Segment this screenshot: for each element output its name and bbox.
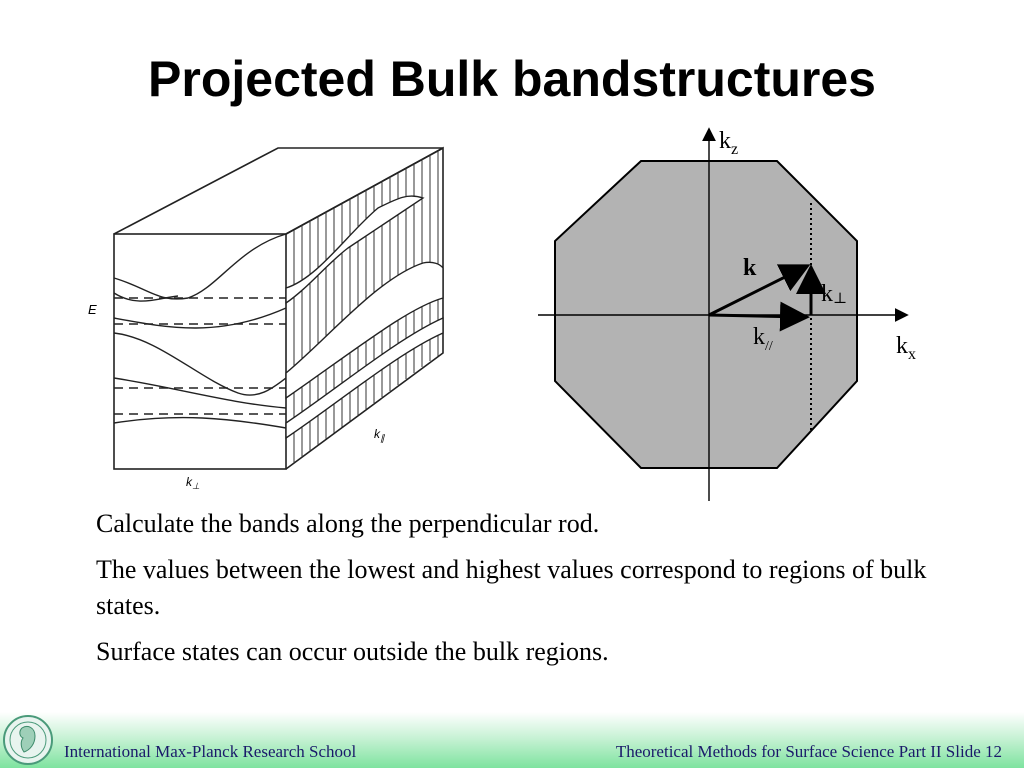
slide-title: Projected Bulk bandstructures (148, 51, 876, 107)
dashed-energy-levels (114, 297, 286, 415)
footer-course-slide: Theoretical Methods for Surface Science … (615, 742, 1002, 761)
k-par-vector-label: k// (753, 324, 773, 354)
max-planck-logo-icon (3, 715, 53, 765)
band-region-1 (285, 195, 425, 305)
paragraph-1: Calculate the bands along the perpendicu… (96, 509, 600, 538)
box-top-face (113, 147, 444, 235)
slide-body: Calculate the bands along the perpendicu… (96, 506, 996, 680)
k-parallel-label: k∥ (374, 427, 386, 443)
k-vector-label: k (743, 255, 757, 281)
footer-institution: International Max-Planck Research School (64, 742, 357, 761)
band-region-2 (285, 261, 444, 400)
front-face-bands (113, 233, 287, 429)
k-parallel-vector (708, 301, 810, 332)
kx-label: kx (896, 333, 916, 363)
k-perp-label: k⊥ (186, 475, 200, 491)
k-perp-vector-label: k⊥ (821, 281, 847, 307)
kz-label: kz (719, 128, 738, 158)
footer-bar (0, 712, 1024, 768)
paragraph-2: The values between the lowest and highes… (96, 555, 927, 620)
brillouin-zone-figure: kz kx k k⊥ k// (538, 127, 916, 501)
box-right-face (285, 146, 444, 470)
box-front-face (113, 233, 287, 470)
band-region-3 (285, 316, 444, 440)
bulk-band-box-figure: E k∥ k⊥ (88, 146, 444, 491)
paragraph-3: Surface states can occur outside the bul… (96, 637, 609, 666)
energy-axis-label: E (88, 302, 97, 317)
k-vector (708, 264, 811, 317)
